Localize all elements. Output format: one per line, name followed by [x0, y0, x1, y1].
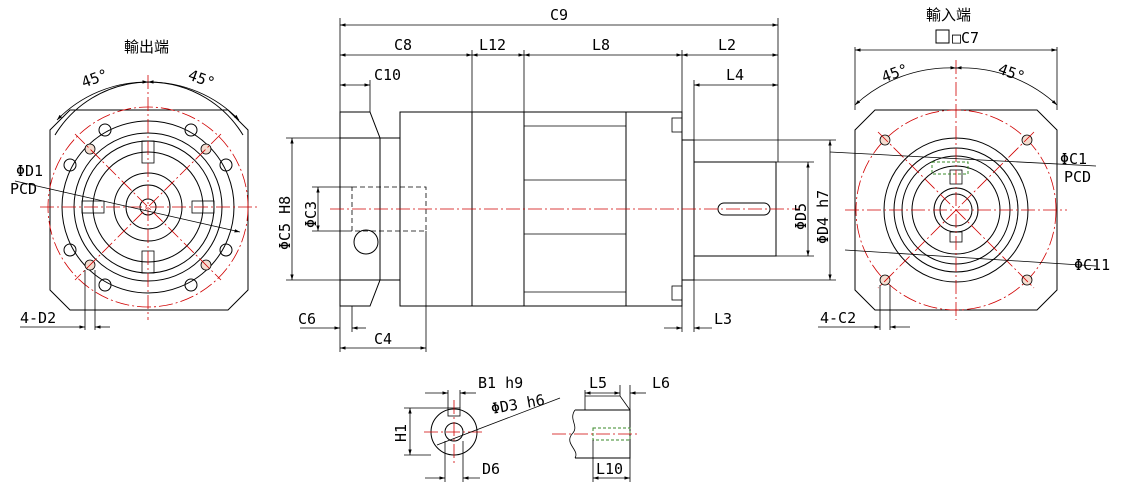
- output-bolt-6: [219, 243, 233, 257]
- input-c1-pcd-label: PCD: [1064, 168, 1091, 186]
- l12-label: L12: [479, 36, 506, 54]
- input-clamp-screw: [931, 161, 969, 175]
- input-c1-label: ΦC1: [1060, 150, 1087, 168]
- input-flange-plate: [681, 139, 695, 281]
- input-mount-hole-tr: [1021, 134, 1033, 146]
- output-angle-arc-left: [56, 80, 149, 121]
- l5-label: L5: [589, 374, 607, 392]
- output-d1-leader: [14, 180, 241, 233]
- output-end-title: 輸出端: [124, 38, 169, 56]
- c3-label: ΦC3: [302, 201, 320, 228]
- d3-leader: [436, 397, 561, 446]
- l8-label: L8: [592, 36, 610, 54]
- output-d1-pcd-label: PCD: [10, 180, 37, 198]
- output-angle-arc-right: [147, 80, 240, 121]
- adapter-bolt-top: [671, 117, 683, 133]
- input-c11-leader: [844, 249, 1097, 267]
- output-bolt-2: [184, 123, 198, 137]
- input-angle-arc-left: [854, 66, 957, 106]
- output-diag-centerline-1: [74, 133, 222, 281]
- b1-label: B1 h9: [478, 374, 523, 392]
- input-mount-hole-tl: [879, 134, 891, 146]
- output-spoke-right: [191, 200, 215, 214]
- output-bolt-7: [98, 278, 112, 292]
- output-bolt-5: [63, 243, 77, 257]
- c4-label: C4: [374, 330, 392, 348]
- output-angle-left: 45°: [79, 65, 111, 91]
- output-bolt-4: [219, 158, 233, 172]
- d4-label: ΦD4 h7: [814, 190, 832, 244]
- h1-label: H1: [392, 424, 410, 442]
- d6-label: D6: [482, 460, 500, 478]
- input-c2-label: 4-C2: [820, 309, 856, 327]
- output-d2-label: 4-D2: [20, 309, 56, 327]
- input-diag-centerline-2: [877, 131, 1035, 289]
- l4-label: L4: [726, 66, 744, 84]
- input-c11-label: ΦC11: [1074, 256, 1110, 274]
- l2-label: L2: [718, 36, 736, 54]
- output-flange-top-arc: [54, 81, 244, 136]
- output-end-view: 輸出端 45°: [10, 38, 258, 330]
- c7-label: □C7: [952, 29, 979, 47]
- c9-label: C9: [550, 6, 568, 24]
- input-mount-hole-bl: [879, 274, 891, 286]
- l10-label: L10: [596, 460, 623, 478]
- c8-label: C8: [394, 36, 412, 54]
- output-spoke-left: [81, 200, 105, 214]
- input-angle-left: 45°: [879, 60, 911, 86]
- side-view: C9 C8 L12 L8 L2 L4 C10 ΦC5 H8 ΦC3 ΦD5: [276, 6, 836, 352]
- input-c1-leader: [829, 151, 1097, 167]
- c7-square-symbol: [935, 29, 950, 44]
- adapter-bolt-bottom: [671, 285, 683, 301]
- d5-label: ΦD5: [792, 203, 810, 230]
- output-shaft-hole: [353, 229, 379, 255]
- c6-label: C6: [298, 310, 316, 328]
- input-angle-right: 45°: [996, 60, 1028, 86]
- input-end-title: 輸入端: [926, 6, 971, 24]
- output-diag-centerline-2: [74, 133, 222, 281]
- detail-side-break: [569, 409, 577, 459]
- input-end-view: 輸入端 □C7 45° 45° ΦC1 PCD: [818, 6, 1110, 330]
- l6-label: L6: [652, 374, 670, 392]
- c10-label: C10: [374, 66, 401, 84]
- c5-label: ΦC5 H8: [276, 196, 294, 250]
- output-bolt-8: [184, 278, 198, 292]
- shaft-detail-end: B1 h9 ΦD3 h6 H1 D6: [392, 374, 561, 482]
- l3-label: L3: [714, 310, 732, 328]
- output-d1-label: ΦD1: [16, 162, 43, 180]
- input-mount-hole-br: [1021, 274, 1033, 286]
- input-angle-arc-right: [955, 66, 1058, 106]
- input-flange-outline: [854, 109, 1058, 311]
- output-bolt-3: [63, 158, 77, 172]
- shaft-detail-side: L5 L6 L10: [552, 374, 670, 482]
- output-angle-right: 45°: [186, 66, 218, 92]
- output-bolt-1: [98, 123, 112, 137]
- detail-key-chamfer: [619, 395, 631, 411]
